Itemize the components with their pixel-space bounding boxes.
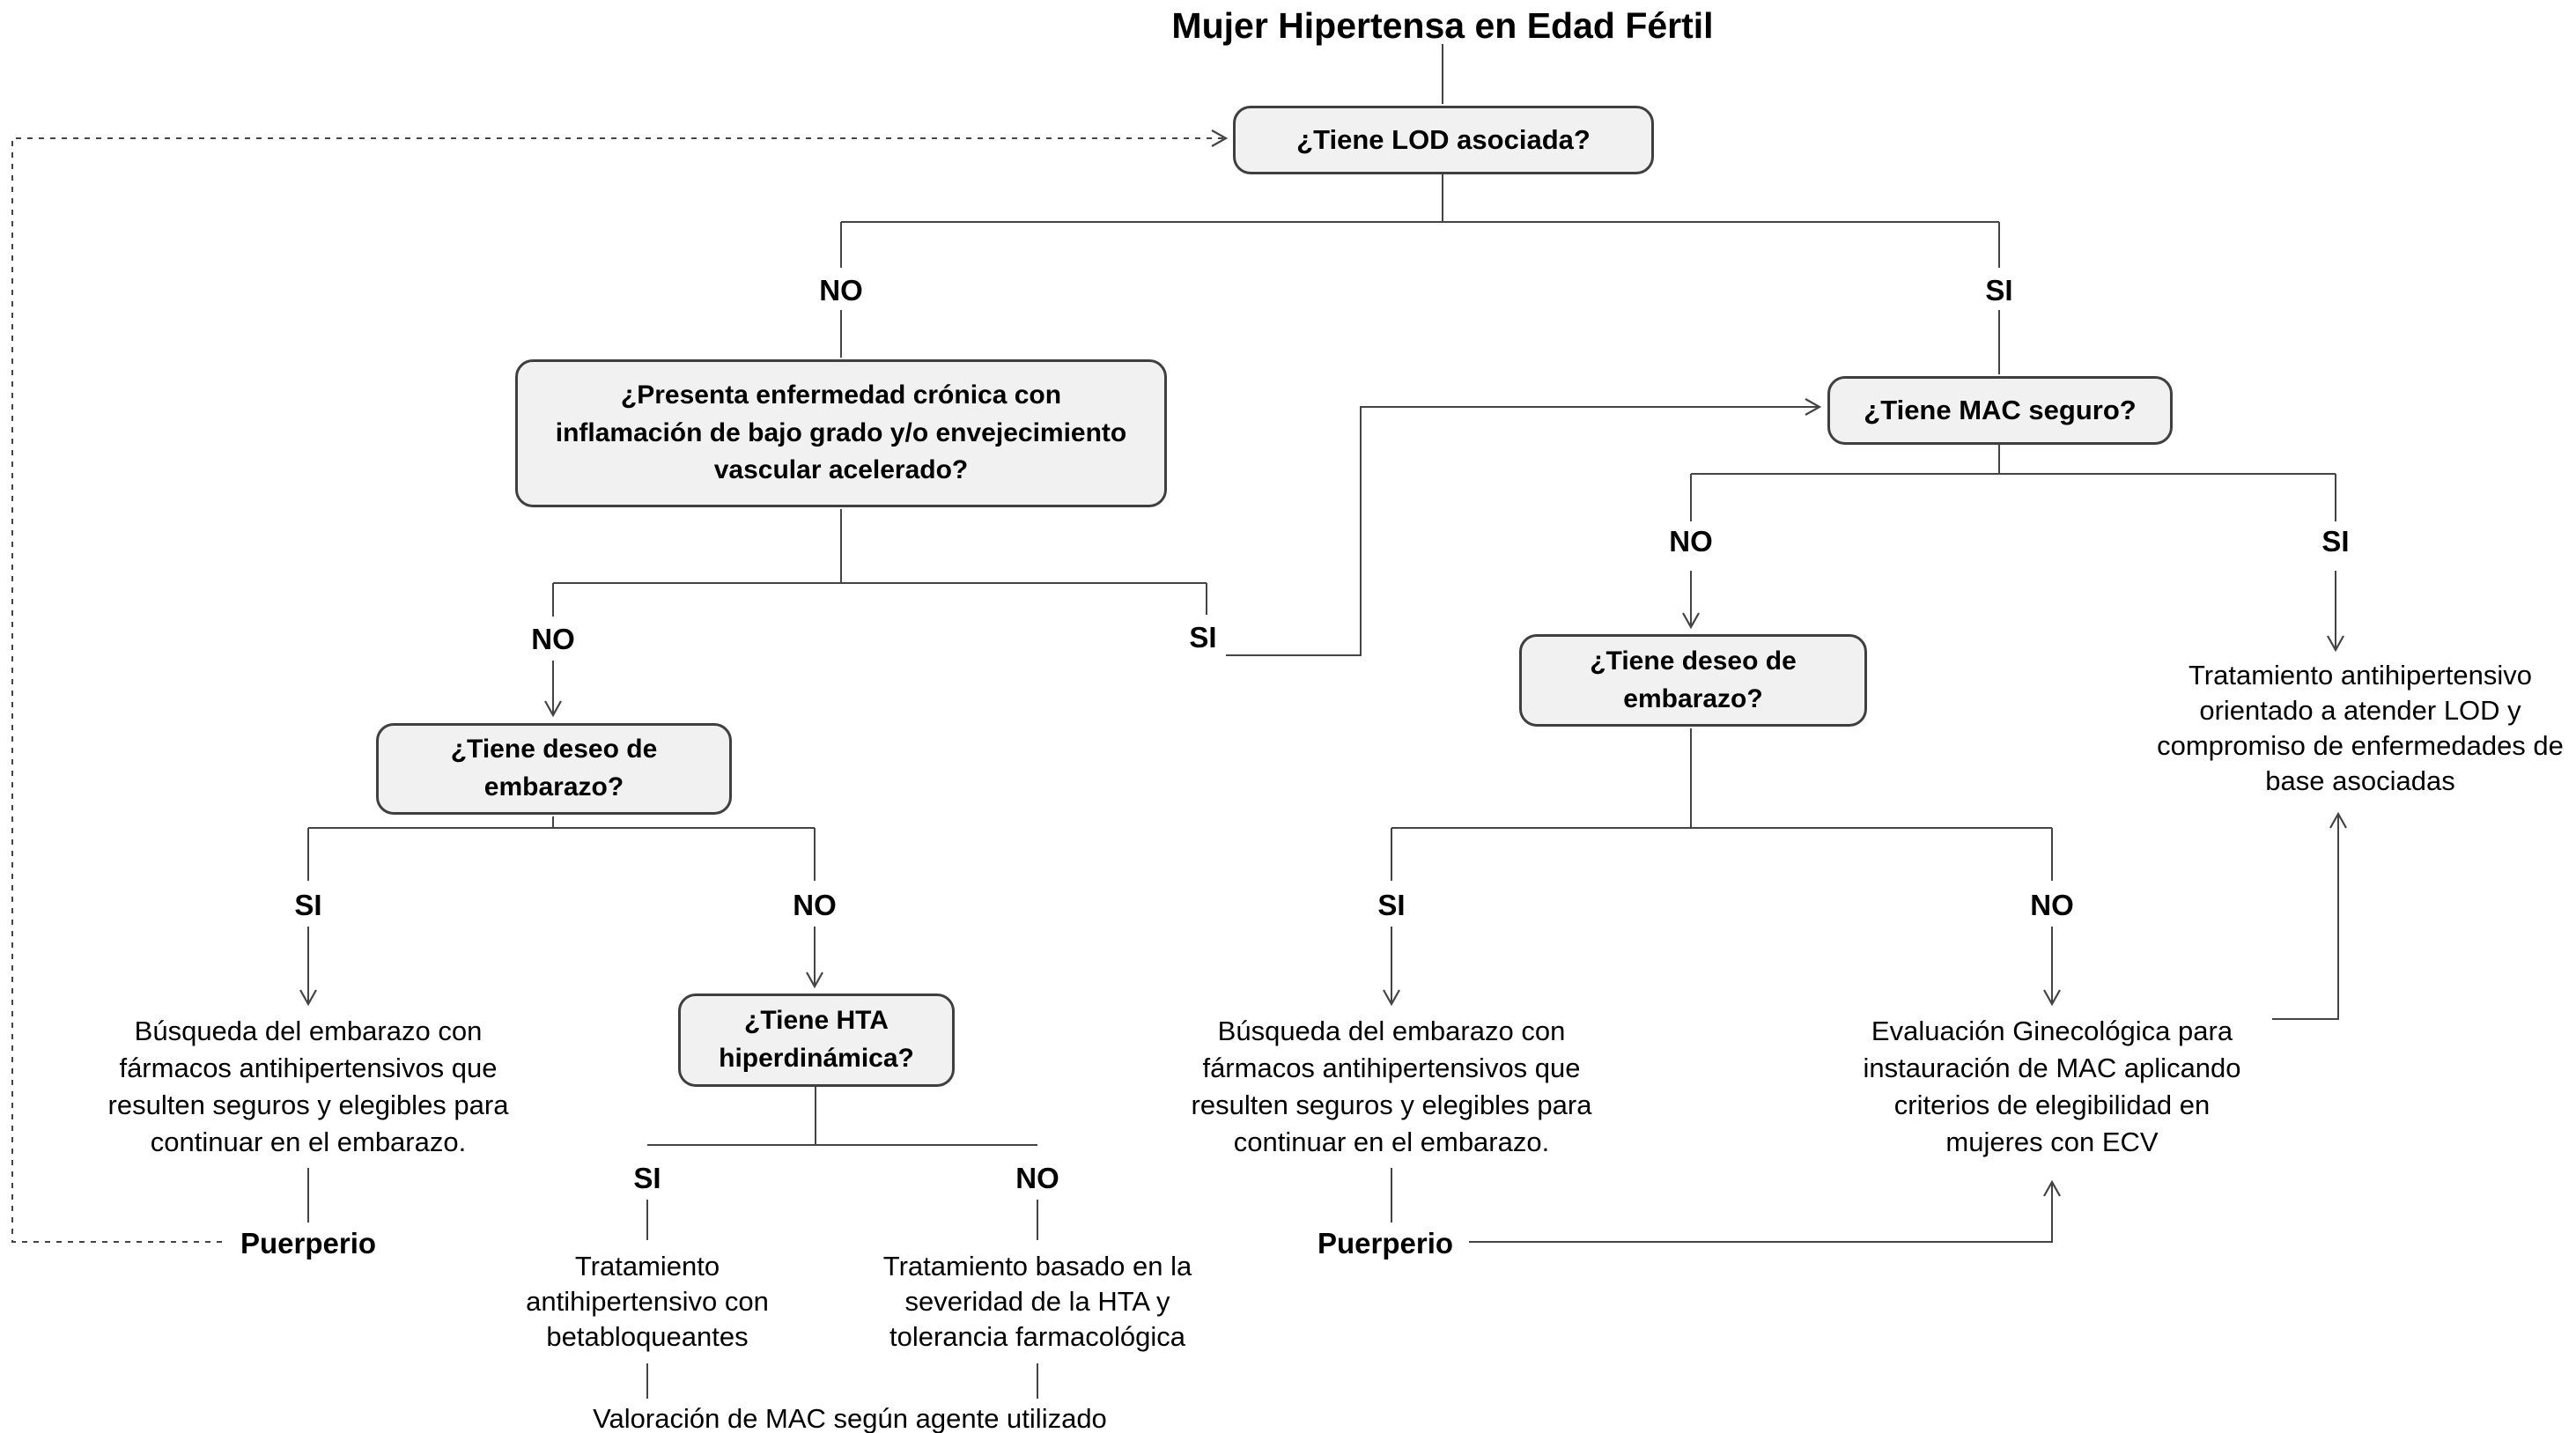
outcome-gyn-evaluation: Evaluación Ginecológica para instauració…: [1863, 1016, 2241, 1157]
outcome-pregnancy-search-right: Búsqueda del embarazo con fármacos antih…: [1191, 1016, 1592, 1157]
branch-label-mac-si: SI: [2321, 525, 2350, 558]
arrow-si2-to-mac: [1226, 398, 1822, 656]
branch-label-desire-left-no: NO: [793, 889, 837, 921]
outcome-puerperium-left: Puerperio: [240, 1227, 377, 1259]
arrow-puerperium-feedback-to-lod: [11, 129, 1229, 1243]
outcome-lod-treatment: Tratamiento antihipertensivo orientado a…: [2157, 660, 2564, 796]
branch-label-desire-right-no: NO: [2030, 889, 2074, 921]
branch-label-lod-no: NO: [819, 274, 863, 307]
decision-hta-hyperdynamic-box: ¿Tiene HTA hiperdinámica?: [678, 993, 955, 1087]
decision-pregnancy-desire-left-box: ¿Tiene deseo de embarazo?: [376, 723, 732, 815]
outcome-severity-based-treatment: Tratamiento basado en la severidad de la…: [882, 1251, 1192, 1352]
decision-lod-box: ¿Tiene LOD asociada?: [1233, 106, 1654, 174]
branch-label-lod-si: SI: [1985, 274, 2013, 307]
branch-label-hta-no: NO: [1015, 1162, 1059, 1194]
outcome-mac-assessment: Valoración de MAC según agente utilizado: [593, 1403, 1107, 1433]
outcome-puerperium-right: Puerperio: [1317, 1227, 1454, 1259]
decision-pregnancy-desire-right-box: ¿Tiene deseo de embarazo?: [1519, 634, 1867, 727]
branch-label-hta-si: SI: [633, 1162, 661, 1194]
arrow-puerperium-right-to-gyn: [1469, 1179, 2061, 1243]
branch-label-desire-left-si: SI: [294, 889, 322, 921]
branch-label-mac-no: NO: [1669, 525, 1713, 558]
branch-label-chronic-si: SI: [1189, 621, 1217, 654]
arrow-gyn-to-lod-treatment: [2272, 811, 2347, 1020]
diagram-title: Mujer Hipertensa en Edad Fértil: [1171, 5, 1714, 46]
branch-label-chronic-no: NO: [531, 623, 575, 655]
decision-mac-safe-box: ¿Tiene MAC seguro?: [1827, 376, 2173, 445]
outcome-pregnancy-search-left: Búsqueda del embarazo con fármacos antih…: [107, 1016, 509, 1157]
outcome-beta-blockers: Tratamiento antihipertensivo con betablo…: [526, 1251, 769, 1352]
branch-label-desire-right-si: SI: [1377, 889, 1406, 921]
decision-chronic-disease-box: ¿Presenta enfermedad crónica con inflama…: [515, 359, 1167, 507]
